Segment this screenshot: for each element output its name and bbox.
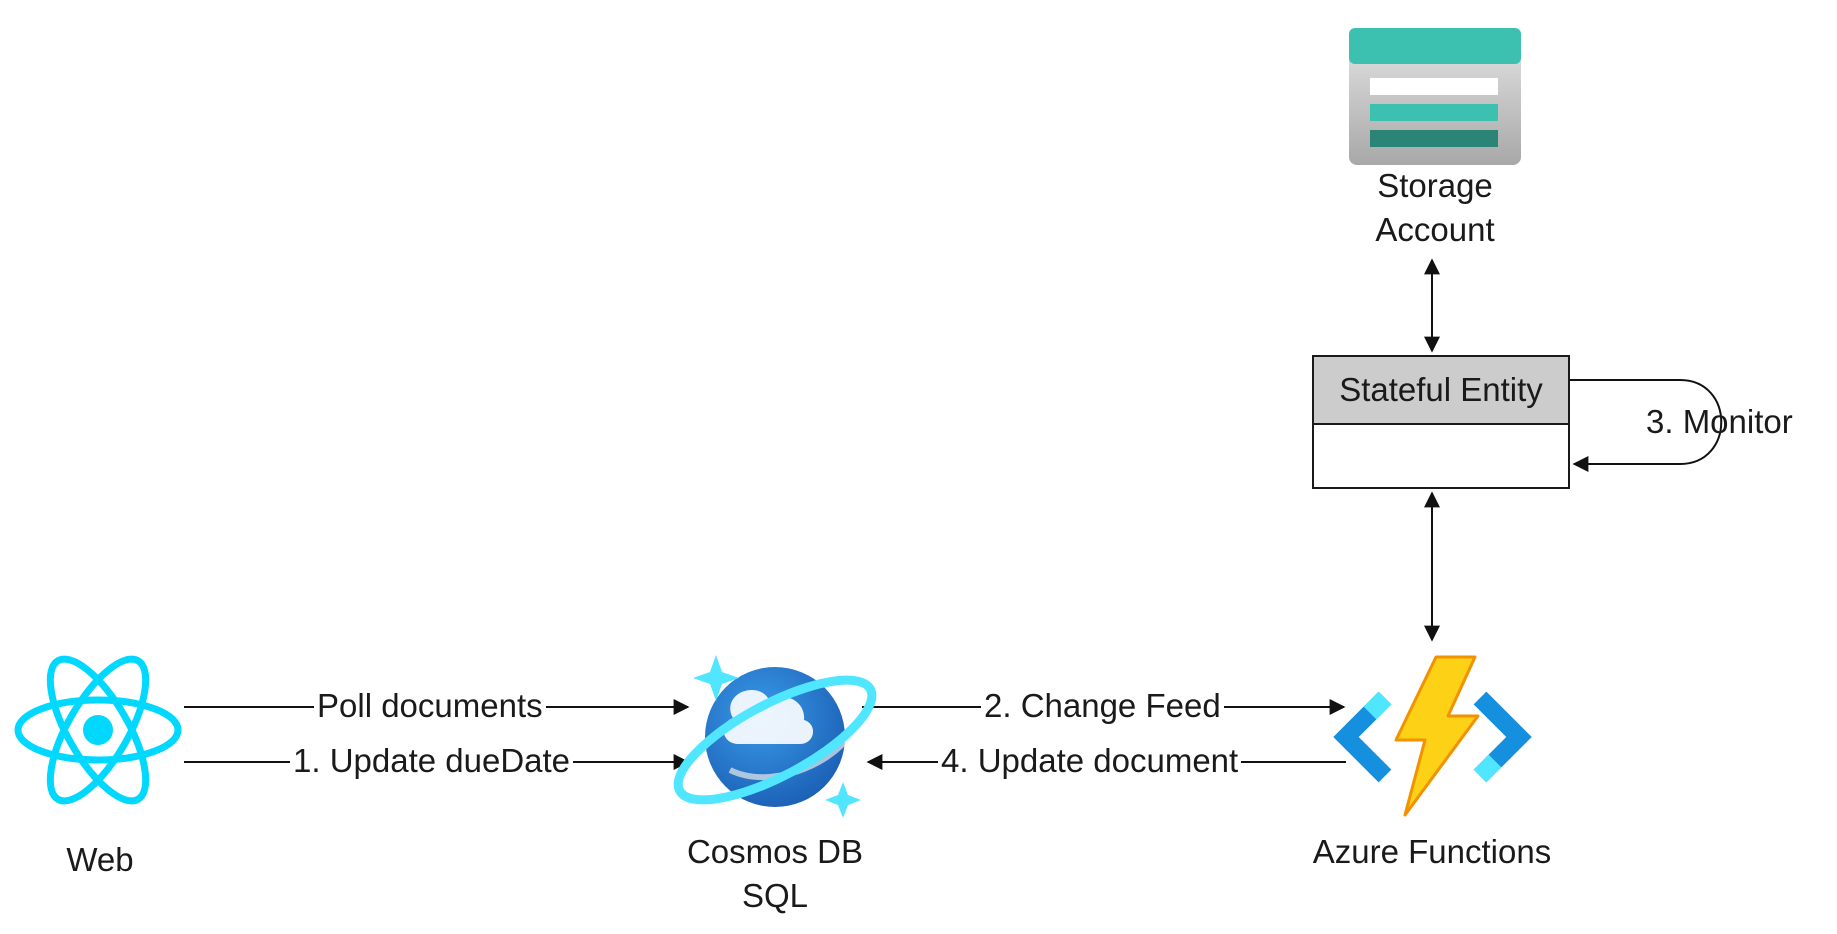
cosmos-label-line2: SQL xyxy=(741,877,809,914)
change-feed-label: 2. Change Feed xyxy=(981,686,1224,726)
update-document-label: 4. Update document xyxy=(938,741,1242,781)
cosmos-label-line1: Cosmos DB xyxy=(686,833,864,870)
stateful-entity-title: Stateful Entity xyxy=(1314,357,1568,425)
update-duedate-label: 1. Update dueDate xyxy=(290,741,574,781)
azure-functions-label: Azure Functions xyxy=(1312,833,1552,870)
cosmos-db-label: Cosmos DB SQL xyxy=(670,830,880,918)
cosmos-db-icon xyxy=(673,655,877,818)
monitor-loop-connector xyxy=(1570,379,1723,472)
poll-documents-label: Poll documents xyxy=(314,686,546,726)
web-label: Web xyxy=(66,841,134,878)
storage-account-label: Storage Account xyxy=(1332,164,1538,252)
storage-account-icon xyxy=(1349,28,1521,165)
monitor-label: 3. Monitor xyxy=(1646,403,1793,440)
react-atom-icon xyxy=(14,655,182,805)
storage-label-line2: Account xyxy=(1375,211,1495,248)
storage-label-line1: Storage xyxy=(1377,167,1493,204)
stateful-entity-body xyxy=(1314,425,1568,489)
azure-functions-icon xyxy=(1333,655,1532,817)
stateful-entity-box: Stateful Entity xyxy=(1312,355,1570,489)
